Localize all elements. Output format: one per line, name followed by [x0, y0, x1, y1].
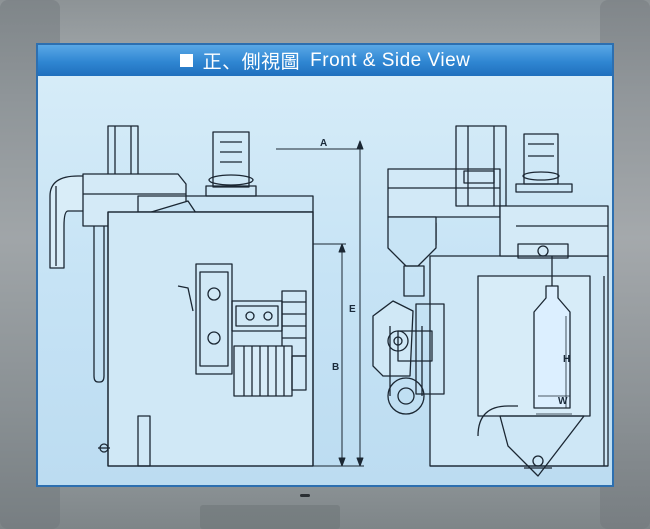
front-top-motor [212, 131, 250, 188]
side-top-hopper [387, 168, 501, 218]
dim-label-a: A [320, 138, 327, 149]
front-view [49, 125, 314, 467]
dim-label-h: H [563, 354, 570, 365]
dim-label-w: W [558, 396, 568, 407]
drawing-area: B E H W A [38, 76, 612, 485]
side-discharge-cone [499, 415, 585, 477]
side-upper-housing [499, 205, 609, 257]
machine-drawing: B E H W A [49, 125, 609, 477]
dim-label-e: E [349, 304, 356, 315]
title-bar: 正、側視圖 Front & Side View [38, 45, 612, 76]
front-pipe-a [93, 226, 105, 383]
side-workpiece-bottle [533, 285, 571, 409]
front-electric-motor [233, 345, 293, 397]
side-funnel [387, 216, 437, 267]
side-blast-wheel [372, 300, 414, 377]
title-chinese: 正、側視圖 [202, 52, 301, 73]
front-side-view-panel: 正、側視圖 Front & Side View [36, 43, 614, 487]
bottom-dash-mark [300, 494, 310, 497]
side-lower-pulley [387, 377, 425, 415]
side-top-motor [523, 133, 559, 185]
dim-label-b: B [332, 362, 339, 373]
bottom-faded-print [200, 505, 340, 529]
title-english: Front & Side View [310, 49, 471, 71]
front-cabinet [107, 211, 314, 467]
dimension-lines [276, 140, 364, 467]
front-leg-left [137, 415, 151, 467]
side-elevator-frame [455, 125, 507, 207]
square-bullet-icon [179, 54, 193, 67]
side-view [372, 125, 609, 477]
